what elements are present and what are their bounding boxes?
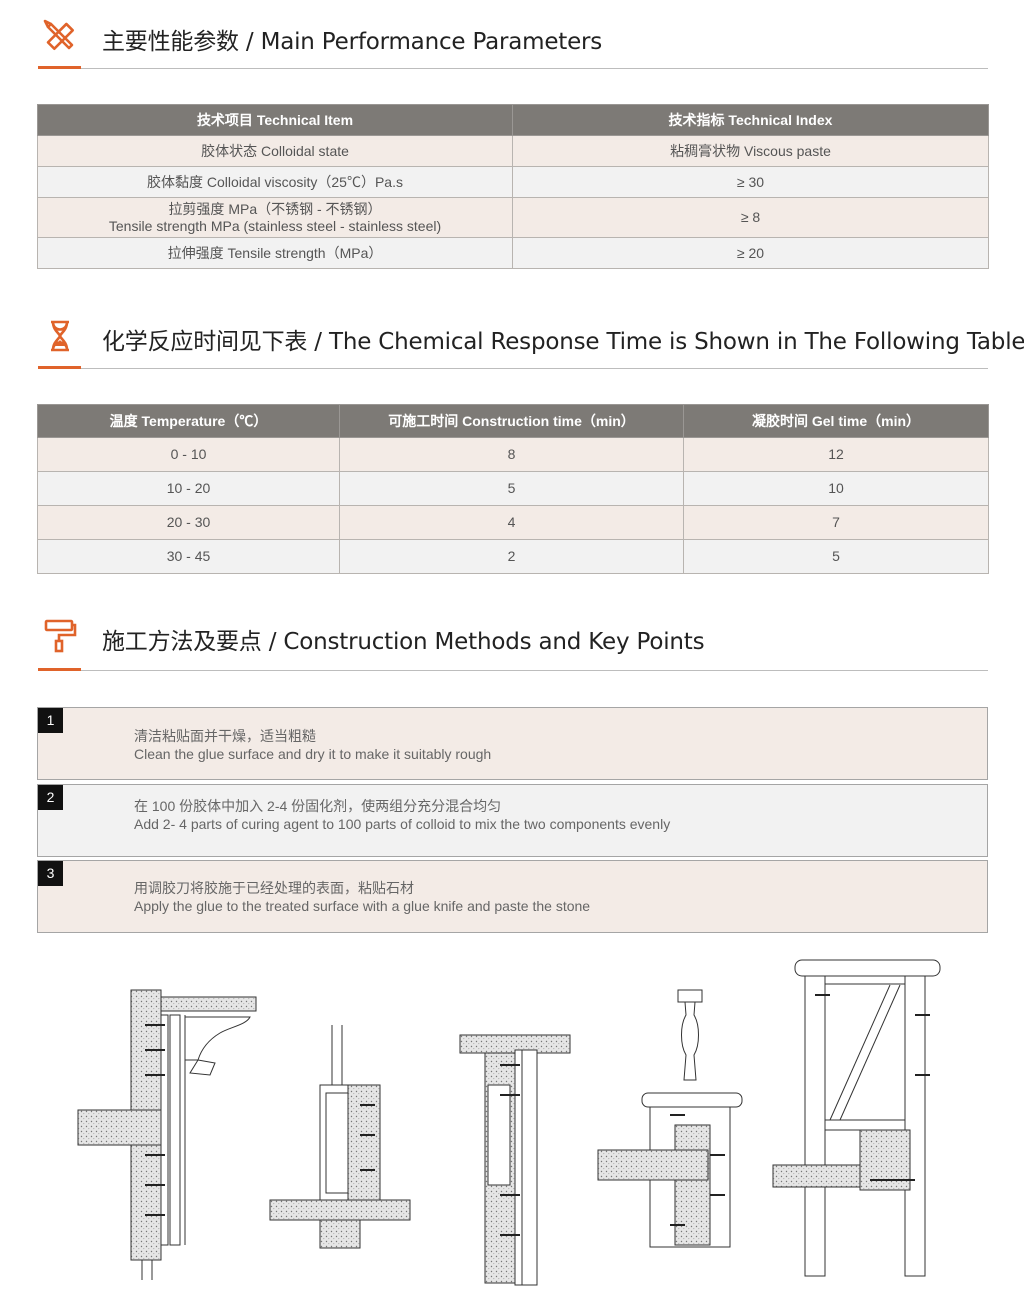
table-cell: 5 — [683, 539, 989, 574]
divider — [38, 368, 988, 369]
step-text-cn: 用调胶刀将胶施于已经处理的表面，粘贴石材 — [134, 880, 414, 896]
table-cell: ≥ 30 — [512, 166, 989, 198]
detail-drawing-opening — [459, 1034, 571, 1286]
step-text-cn: 在 100 份胶体中加入 2-4 份固化剂，使两组分充分混合均匀 — [134, 798, 502, 814]
table-row: 30 - 45 2 5 — [37, 539, 989, 574]
table-cell: 8 — [339, 437, 684, 472]
table-cell: 拉伸强度 Tensile strength（MPa） — [37, 237, 513, 269]
table-cell: 2 — [339, 539, 684, 574]
section-title: 主要性能参数 / Main Performance Parameters — [102, 29, 603, 55]
detail-drawing-parapet — [772, 959, 941, 1277]
accent-bar — [38, 668, 81, 671]
table-row: 20 - 30 4 7 — [37, 505, 989, 540]
table-cell: 12 — [683, 437, 989, 472]
divider — [38, 670, 988, 671]
table-cell: 拉剪强度 MPa（不锈钢 - 不锈钢） Tensile strength MPa… — [37, 197, 513, 238]
detail-drawing-cornice — [77, 989, 257, 1280]
table-cell: 5 — [339, 471, 684, 506]
step-number: 1 — [38, 708, 63, 733]
table-header-row: 技术项目 Technical Item 技术指标 Technical Index — [37, 104, 989, 136]
params-table: 技术项目 Technical Item 技术指标 Technical Index… — [37, 104, 989, 269]
table-cell: 粘稠膏状物 Viscous paste — [512, 135, 989, 167]
section-header-construction: 施工方法及要点 / Construction Methods and Key P… — [38, 618, 988, 658]
table-cell: 10 — [683, 471, 989, 506]
column-header: 技术项目 Technical Item — [37, 104, 513, 136]
step-card: 1 清洁粘贴面并干燥，适当粗糙 Clean the glue surface a… — [37, 707, 988, 780]
cell-line: Tensile strength MPa (stainless steel - … — [108, 217, 442, 234]
detail-drawing-balustrade — [597, 989, 743, 1248]
hourglass-icon — [51, 320, 69, 352]
table-cell: ≥ 20 — [512, 237, 989, 269]
step-text-en: Apply the glue to the treated surface wi… — [134, 898, 591, 914]
section-header-chemical: 化学反应时间见下表 / The Chemical Response Time i… — [38, 318, 1024, 358]
step-number: 2 — [38, 785, 63, 810]
table-cell: 4 — [339, 505, 684, 540]
table-cell: 胶体黏度 Colloidal viscosity（25℃）Pa.s — [37, 166, 513, 198]
step-text-en: Add 2- 4 parts of curing agent to 100 pa… — [134, 816, 671, 832]
divider — [38, 68, 988, 69]
table-cell: 0 - 10 — [37, 437, 340, 472]
time-table: 温度 Temperature（℃） 可施工时间 Construction tim… — [37, 404, 989, 574]
table-cell: ≥ 8 — [512, 197, 989, 238]
accent-bar — [38, 66, 81, 69]
step-number: 3 — [38, 861, 63, 886]
table-cell: 20 - 30 — [37, 505, 340, 540]
table-header-row: 温度 Temperature（℃） 可施工时间 Construction tim… — [37, 404, 989, 438]
table-row: 胶体状态 Colloidal state 粘稠膏状物 Viscous paste — [37, 135, 989, 167]
table-cell: 胶体状态 Colloidal state — [37, 135, 513, 167]
column-header: 可施工时间 Construction time（min） — [339, 404, 684, 438]
table-row: 0 - 10 8 12 — [37, 437, 989, 472]
table-cell: 30 - 45 — [37, 539, 340, 574]
construction-detail-drawings — [77, 959, 941, 1286]
table-cell: 7 — [683, 505, 989, 540]
cell-line: 拉剪强度 MPa（不锈钢 - 不锈钢） — [168, 200, 382, 217]
section-header-performance: 主要性能参数 / Main Performance Parameters — [38, 18, 988, 58]
section-title: 施工方法及要点 / Construction Methods and Key P… — [102, 629, 705, 655]
pencil-ruler-icon — [43, 19, 75, 51]
section-title: 化学反应时间见下表 / The Chemical Response Time i… — [102, 329, 1024, 355]
step-text-cn: 清洁粘贴面并干燥，适当粗糙 — [134, 728, 316, 744]
column-header: 凝胶时间 Gel time（min） — [683, 404, 989, 438]
detail-drawing-window-sill — [269, 1025, 411, 1249]
column-header: 技术指标 Technical Index — [512, 104, 989, 136]
accent-bar — [38, 366, 81, 369]
step-card: 3 用调胶刀将胶施于已经处理的表面，粘贴石材 Apply the glue to… — [37, 860, 988, 933]
table-row: 拉剪强度 MPa（不锈钢 - 不锈钢） Tensile strength MPa… — [37, 197, 989, 238]
table-row: 胶体黏度 Colloidal viscosity（25℃）Pa.s ≥ 30 — [37, 166, 989, 198]
table-row: 10 - 20 5 10 — [37, 471, 989, 506]
step-card: 2 在 100 份胶体中加入 2-4 份固化剂，使两组分充分混合均匀 Add 2… — [37, 784, 988, 857]
paint-roller-icon — [44, 619, 77, 653]
step-text-en: Clean the glue surface and dry it to mak… — [134, 746, 492, 762]
column-header: 温度 Temperature（℃） — [37, 404, 340, 438]
table-cell: 10 - 20 — [37, 471, 340, 506]
table-row: 拉伸强度 Tensile strength（MPa） ≥ 20 — [37, 237, 989, 269]
